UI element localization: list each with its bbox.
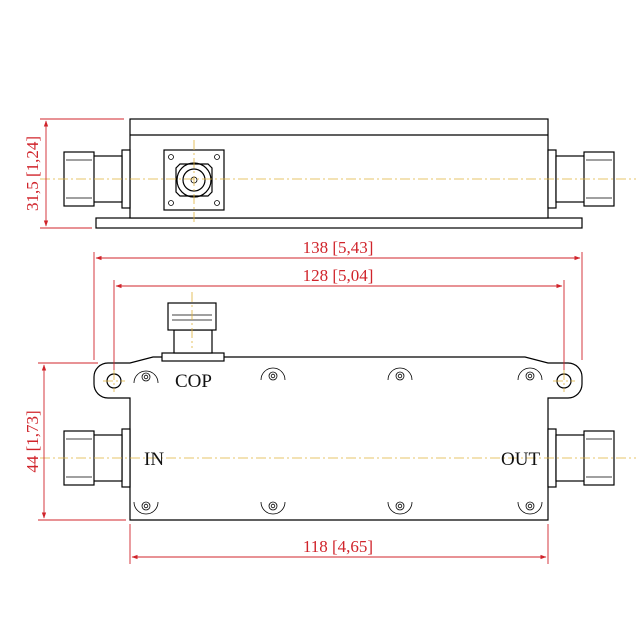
screw-tabs-bottom — [133, 501, 543, 515]
side-view-base-plate — [95, 217, 583, 229]
in-port-label: IN — [144, 449, 164, 470]
hole-pitch-label: 128 [5,04] — [303, 266, 374, 285]
side-view: 31,5 [1,24] — [23, 118, 636, 229]
plan-view-cop-connector — [161, 292, 225, 362]
overall-length-label: 138 [5,43] — [303, 238, 374, 257]
screw-tabs-top — [133, 367, 543, 384]
plan-view: COP IN OUT 138 [5,43] 128 [5,04] 44 [1,7… — [23, 238, 636, 564]
height-dimension-label: 31,5 [1,24] — [23, 136, 42, 211]
body-width-label: 44 [1,73] — [23, 410, 42, 472]
cop-port-label: COP — [175, 371, 212, 392]
out-port-label: OUT — [501, 449, 540, 470]
plan-view-flange — [93, 356, 583, 521]
body-length-label: 118 [4,65] — [303, 537, 373, 556]
